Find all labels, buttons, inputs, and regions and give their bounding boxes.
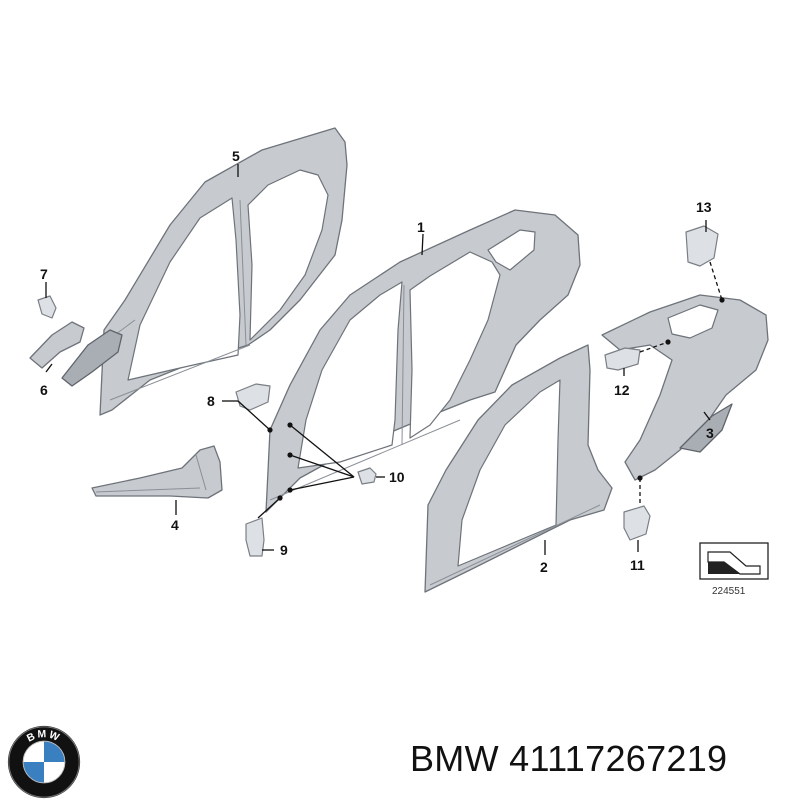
leader-dots [267,297,725,501]
reference-number: 224551 [712,586,746,597]
part-10-bracket [357,467,377,485]
callout-8: 8 [207,393,215,409]
callout-7: 7 [40,266,48,282]
callout-3: 3 [706,425,714,441]
bmw-logo-text: BMW [25,729,60,744]
part-8-bracket [235,383,271,411]
part-11-bracket [623,505,651,541]
part-13-bracket [685,225,719,267]
callout-1: 1 [417,219,425,235]
leader-lines [45,164,723,555]
part-7-bracket [37,295,57,319]
callout-11: 11 [630,557,645,573]
callout-13: 13 [696,199,712,215]
part-6-bracket [29,321,123,387]
callout-2: 2 [540,559,548,575]
part-5-inner-side-frame [99,127,348,416]
part-1-outer-side-frame [265,209,581,513]
part-2-side-panel [424,344,613,593]
bmw-logo: BMW [7,725,81,799]
callout-6: 6 [40,382,48,398]
part-4-sill-reinforcement [91,445,223,499]
product-caption: BMW 41117267219 [410,738,728,779]
part-3-rear-quarter-panel [601,294,769,481]
reference-badge: 224551 [699,542,769,597]
callout-4: 4 [171,517,179,533]
svg-text:BMW: BMW [25,729,62,744]
callout-10: 10 [389,469,405,485]
callout-5: 5 [232,148,240,164]
callout-labels: 1 2 3 4 5 6 7 8 9 10 11 12 13 [40,148,714,575]
part-9-bracket [245,517,265,557]
callout-9: 9 [280,542,288,558]
part-12-bracket [604,347,641,371]
callout-12: 12 [614,382,630,398]
